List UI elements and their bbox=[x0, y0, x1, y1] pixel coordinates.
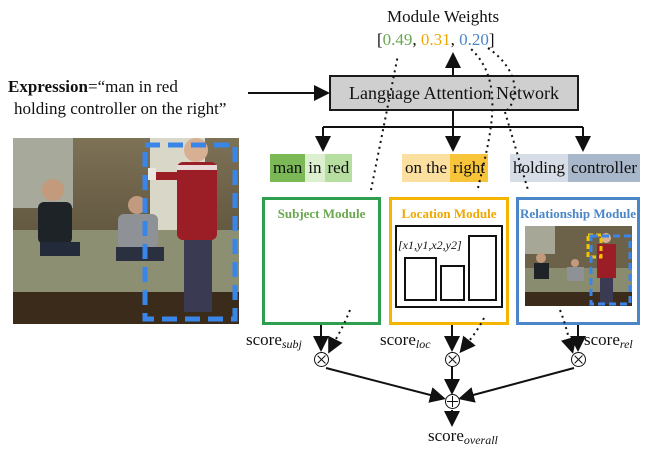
language-attention-network: Language Attention Network bbox=[329, 75, 579, 111]
relationship-phrase: holding controller bbox=[510, 154, 641, 182]
weight-subject: 0.49 bbox=[382, 30, 413, 49]
module-weights-title: Module Weights bbox=[387, 7, 500, 26]
score-word: score bbox=[584, 330, 620, 349]
score-subject: scoresubj bbox=[246, 330, 302, 352]
score-word: score bbox=[380, 330, 416, 349]
phrase-word: holding bbox=[510, 154, 568, 182]
phrase-word: controller bbox=[567, 154, 641, 182]
expression-line-2: holding controller on the right” bbox=[14, 99, 227, 118]
multiply-icon bbox=[571, 352, 586, 367]
phrase-word: red bbox=[324, 154, 353, 182]
score-subscript: subj bbox=[281, 337, 302, 351]
score-location: scoreloc bbox=[380, 330, 431, 352]
plus-icon bbox=[445, 394, 460, 409]
multiply-icon bbox=[314, 352, 329, 367]
phrase-word: in bbox=[305, 154, 325, 182]
location-module: Location Module bbox=[389, 197, 509, 325]
phrase-word: on the bbox=[402, 154, 451, 182]
multiply-icon bbox=[445, 352, 460, 367]
photo-left bbox=[13, 138, 239, 324]
weights-close-bracket: ] bbox=[488, 30, 495, 49]
weight-location: 0.31 bbox=[420, 30, 451, 49]
expression-label: Expression bbox=[8, 77, 88, 96]
module-weights-values: [0.49, 0.31, 0.20] bbox=[377, 30, 495, 50]
phrase-word: man bbox=[270, 154, 306, 182]
weight-relationship: 0.20 bbox=[459, 30, 489, 49]
location-phrase: on the right bbox=[402, 154, 489, 182]
relationship-module-title: Relationship Module bbox=[520, 206, 636, 221]
score-subscript: loc bbox=[415, 337, 431, 351]
phrase-word: right bbox=[450, 154, 489, 182]
subject-module-title: Subject Module bbox=[277, 206, 366, 221]
score-subscript: overall bbox=[463, 433, 498, 447]
location-module-title: Location Module bbox=[401, 206, 497, 221]
score-overall: scoreoverall bbox=[428, 426, 498, 448]
score-relationship: scorerel bbox=[584, 330, 633, 352]
subject-module: Subject Module bbox=[262, 197, 381, 325]
score-word: score bbox=[428, 426, 464, 445]
score-word: score bbox=[246, 330, 282, 349]
score-subscript: rel bbox=[619, 337, 633, 351]
weights-open-bracket: [ bbox=[377, 30, 383, 49]
relationship-module: Relationship Module bbox=[516, 197, 640, 325]
weights-separator: , bbox=[450, 30, 460, 49]
expression-line-1: =“man in red bbox=[88, 77, 178, 96]
expression-text: Expression=“man in red holding controlle… bbox=[8, 76, 226, 120]
weights-separator: , bbox=[412, 30, 421, 49]
location-coords: [x1,y1,x2,y2] bbox=[398, 238, 462, 252]
subject-phrase: man in red bbox=[270, 154, 353, 182]
